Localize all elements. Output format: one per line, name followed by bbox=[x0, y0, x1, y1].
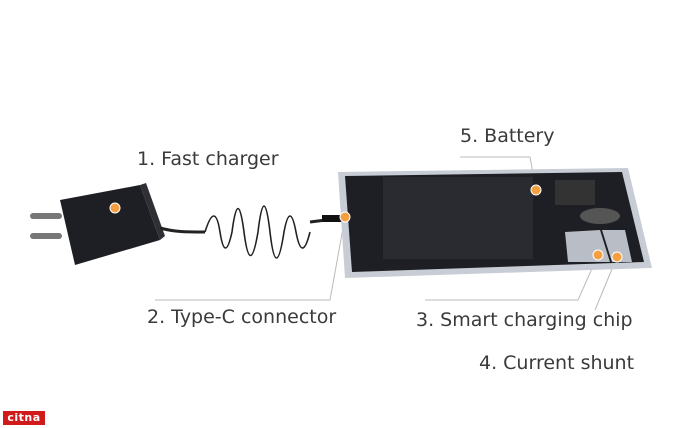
leader-line-type-c bbox=[155, 216, 346, 301]
marker-current-shunt bbox=[611, 251, 623, 263]
charger-illustration bbox=[30, 183, 206, 265]
label-current-shunt: 4. Current shunt bbox=[479, 352, 635, 374]
label-fast-charger: 1. Fast charger bbox=[137, 148, 279, 170]
leader-line-chip bbox=[425, 254, 599, 301]
label-battery: 5. Battery bbox=[460, 125, 555, 147]
marker-battery bbox=[530, 184, 542, 196]
label-smart-charging-chip: 3. Smart charging chip bbox=[416, 309, 633, 331]
label-type-c-connector: 2. Type-C connector bbox=[147, 306, 337, 328]
watermark-logo: citna bbox=[3, 411, 45, 425]
marker-smart-chip bbox=[592, 249, 604, 261]
charging-wave bbox=[204, 205, 311, 259]
marker-type-c bbox=[339, 211, 351, 223]
phone-illustration bbox=[338, 168, 652, 278]
marker-fast-charger bbox=[109, 202, 121, 214]
